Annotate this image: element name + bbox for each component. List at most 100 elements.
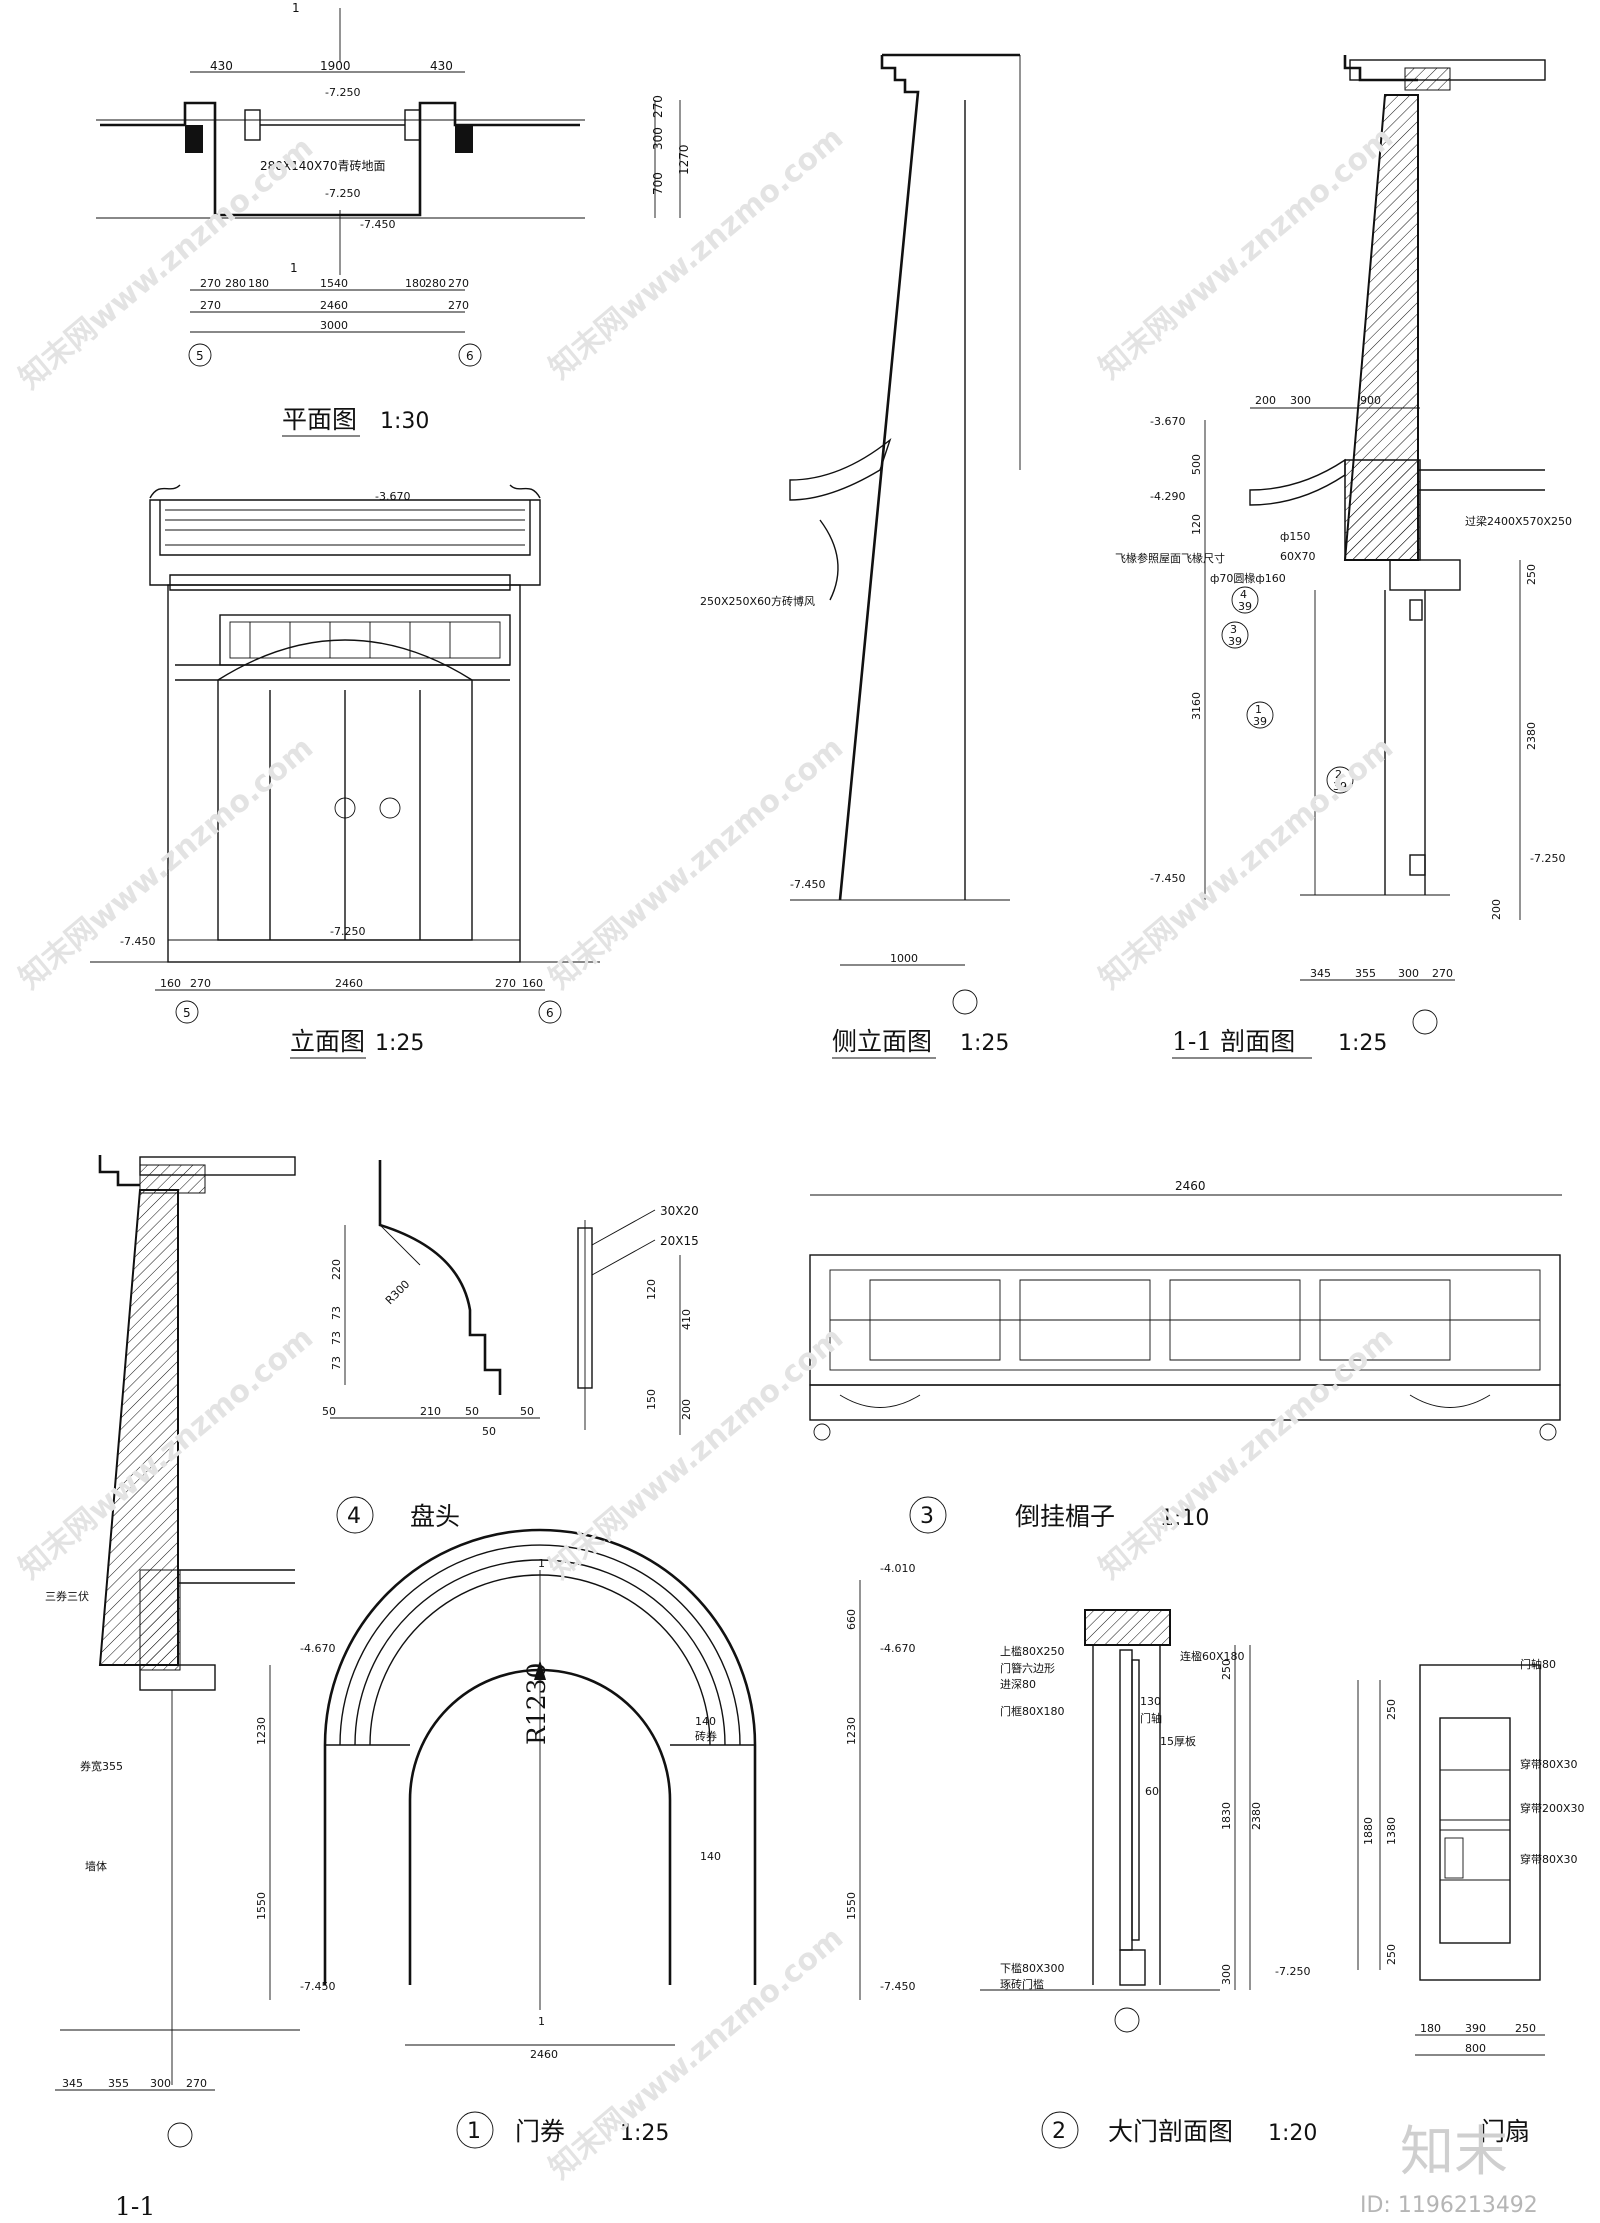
plan-dim-b1-2: 280 — [225, 277, 246, 290]
arch-title: 门券 — [515, 2117, 565, 2146]
pantou-dim-l1: 220 — [330, 1259, 343, 1280]
door-sec-dim-6: 300 — [1220, 1964, 1233, 1985]
sec-ref-2: 2 — [1335, 768, 1342, 781]
door-sec-note-1: 上槛80X250 — [1000, 1644, 1065, 1658]
bar-dim-3: 150 — [645, 1389, 658, 1410]
plan-dim-b2-2: 2460 — [320, 299, 348, 312]
wall-dim-3: 300 — [150, 2077, 171, 2090]
section-1-1: -3.670 -4.290 -7.450 -7.250 200 300 900 … — [1115, 55, 1572, 1059]
plan-dim-b2-1: 270 — [200, 299, 221, 312]
sec-ref-2-sheet: 39 — [1333, 780, 1347, 793]
section-mark-top: 1 — [292, 1, 300, 15]
sec-ref-3: 3 — [1230, 623, 1237, 636]
bar-dim-2: 410 — [680, 1309, 693, 1330]
daogua-num: 3 — [920, 1504, 934, 1529]
door-leaf: 门轴80 穿带80X30 穿带200X30 穿带80X30 250 1380 1… — [1357, 1657, 1585, 2146]
sec-dim-b-3: 300 — [1398, 967, 1419, 980]
side-scale: 1:25 — [960, 1031, 1009, 1056]
wall-dim-2: 355 — [108, 2077, 129, 2090]
daogua-title: 倒挂楣子 — [1015, 1502, 1115, 1531]
leaf-dim-b2: 390 — [1465, 2022, 1486, 2035]
plan-dim-b2-3: 270 — [448, 299, 469, 312]
side-note: 250X250X60方砖博风 — [700, 594, 815, 608]
door-sec-title: 大门剖面图 — [1108, 2117, 1233, 2146]
plan-elev-top: -7.250 — [325, 86, 360, 99]
arch-num: 1 — [467, 2119, 481, 2144]
elev-dim-4: 270 — [495, 977, 516, 990]
wall-dim-4: 270 — [186, 2077, 207, 2090]
arch-elev-c: -7.450 — [880, 1980, 915, 1993]
plan-dim-b1-7: 270 — [448, 277, 469, 290]
plan-floor-note: 280X140X70青砖地面 — [260, 158, 386, 173]
elev-scale: 1:25 — [375, 1031, 424, 1056]
leaf-note-1: 门轴80 — [1520, 1657, 1556, 1671]
pantou-dim-b1: 50 — [322, 1405, 336, 1418]
plan-dim-b1-5: 180 — [405, 277, 426, 290]
arch-elev-a: -4.010 — [880, 1562, 915, 1575]
sec-dim-left-1: 500 — [1190, 454, 1203, 475]
elev-dim-5: 160 — [522, 977, 543, 990]
sec-scale: 1:25 — [1338, 1031, 1387, 1056]
detail-3-daogua: 2460 3 倒挂楣子 1:10 — [809, 1179, 1562, 1534]
sec-dim-top-3: 900 — [1360, 394, 1381, 407]
plan-dim-right-3: 700 — [651, 172, 665, 195]
arch-elev-left: -4.670 — [300, 1642, 335, 1655]
sec-dim-top-2: 300 — [1290, 394, 1311, 407]
arch-radius: R1230 — [522, 1663, 551, 1745]
pantou-dim-l3: 73 — [330, 1331, 343, 1345]
sec-dim-b-4: 270 — [1432, 967, 1453, 980]
sec-note-rafter: 飞椽参照屋面飞椽尺寸 — [1115, 551, 1225, 565]
arch-dim-side: 140 — [700, 1850, 721, 1863]
door-sec-note-4: 门框80X180 — [1000, 1704, 1065, 1718]
leaf-note-4: 穿带80X30 — [1520, 1852, 1578, 1866]
sec-ref-4-sheet: 39 — [1238, 600, 1252, 613]
pantou-dim-b4: 50 — [520, 1405, 534, 1418]
arch-dim-r1: 660 — [845, 1609, 858, 1630]
side-dim: 1000 — [890, 952, 918, 965]
detail-2-door-section: 上槛80X250 门簪六边形 进深80 门框80X180 连楹60X180 门轴… — [980, 1609, 1317, 2149]
plan-view: 1 1 430 1900 430 -7.250 280X140X70青砖地面 -… — [96, 1, 691, 437]
bar-dim-4: 200 — [680, 1399, 693, 1420]
sec-ref-4: 4 — [1240, 588, 1247, 601]
wall-note-width: 券宽355 — [80, 1759, 123, 1773]
plan-dim-right-2: 300 — [651, 127, 665, 150]
sec-elev-b: -4.290 — [1150, 490, 1185, 503]
sec-note-round: ф70圆椽ф160 — [1210, 572, 1286, 585]
arch-elev-left-low: -7.450 — [300, 1980, 335, 1993]
arch-dim-l1: 1230 — [255, 1717, 268, 1745]
plan-dim-b1-1: 270 — [200, 277, 221, 290]
door-sec-note-6: 门轴 — [1140, 1711, 1162, 1725]
section-mark-bottom: 1 — [290, 261, 298, 275]
bar-dim-1: 120 — [645, 1279, 658, 1300]
watermark-url-8: 知末网www.znzmo.com — [543, 1320, 850, 1586]
leaf-dim-l2: 1380 — [1385, 1817, 1398, 1845]
section-1-1-wall: 三券三伏 券宽355 墙体 345 355 300 270 1-1 — [45, 1155, 300, 2221]
bar-a: 30X20 — [660, 1204, 699, 1218]
roof-tiles — [159, 500, 531, 556]
door-sec-scale: 1:20 — [1268, 2121, 1317, 2146]
watermark-url-3: 知末网www.znzmo.com — [1093, 120, 1400, 386]
pantou-dim-b2: 210 — [420, 1405, 441, 1418]
leaf-dim-l1: 250 — [1385, 1699, 1398, 1720]
door-sec-num: 2 — [1052, 2119, 1066, 2144]
door-sec-note-2: 门簪六边形 — [1000, 1661, 1055, 1675]
leaf-dim-l3: 1880 — [1362, 1817, 1375, 1845]
plan-dim-top-1: 430 — [210, 59, 233, 73]
pantou-dim-b5: 50 — [482, 1425, 496, 1438]
sec-elev-d: -7.250 — [1530, 852, 1565, 865]
sec-note-d150: ф150 — [1280, 530, 1310, 543]
pantou-dim-b3: 50 — [465, 1405, 479, 1418]
side-title: 侧立面图 — [832, 1027, 932, 1056]
wall-dim-1: 345 — [62, 2077, 83, 2090]
pantou-dim-l2: 73 — [330, 1306, 343, 1320]
sec-dim-b-1: 345 — [1310, 967, 1331, 980]
leaf-dim-l4: 250 — [1385, 1944, 1398, 1965]
plan-dim-top-3: 430 — [430, 59, 453, 73]
plan-title: 平面图 — [282, 405, 357, 434]
sec-dim-right-1: 250 — [1525, 564, 1538, 585]
detail-1-arch: 1 1 R1230 140 砖券 140 1230 1550 -4.670 -7… — [255, 1528, 915, 2149]
arch-dim-l2: 1550 — [255, 1892, 268, 1920]
pantou-num: 4 — [347, 1504, 361, 1529]
elev-top-level: -3.670 — [375, 490, 410, 503]
